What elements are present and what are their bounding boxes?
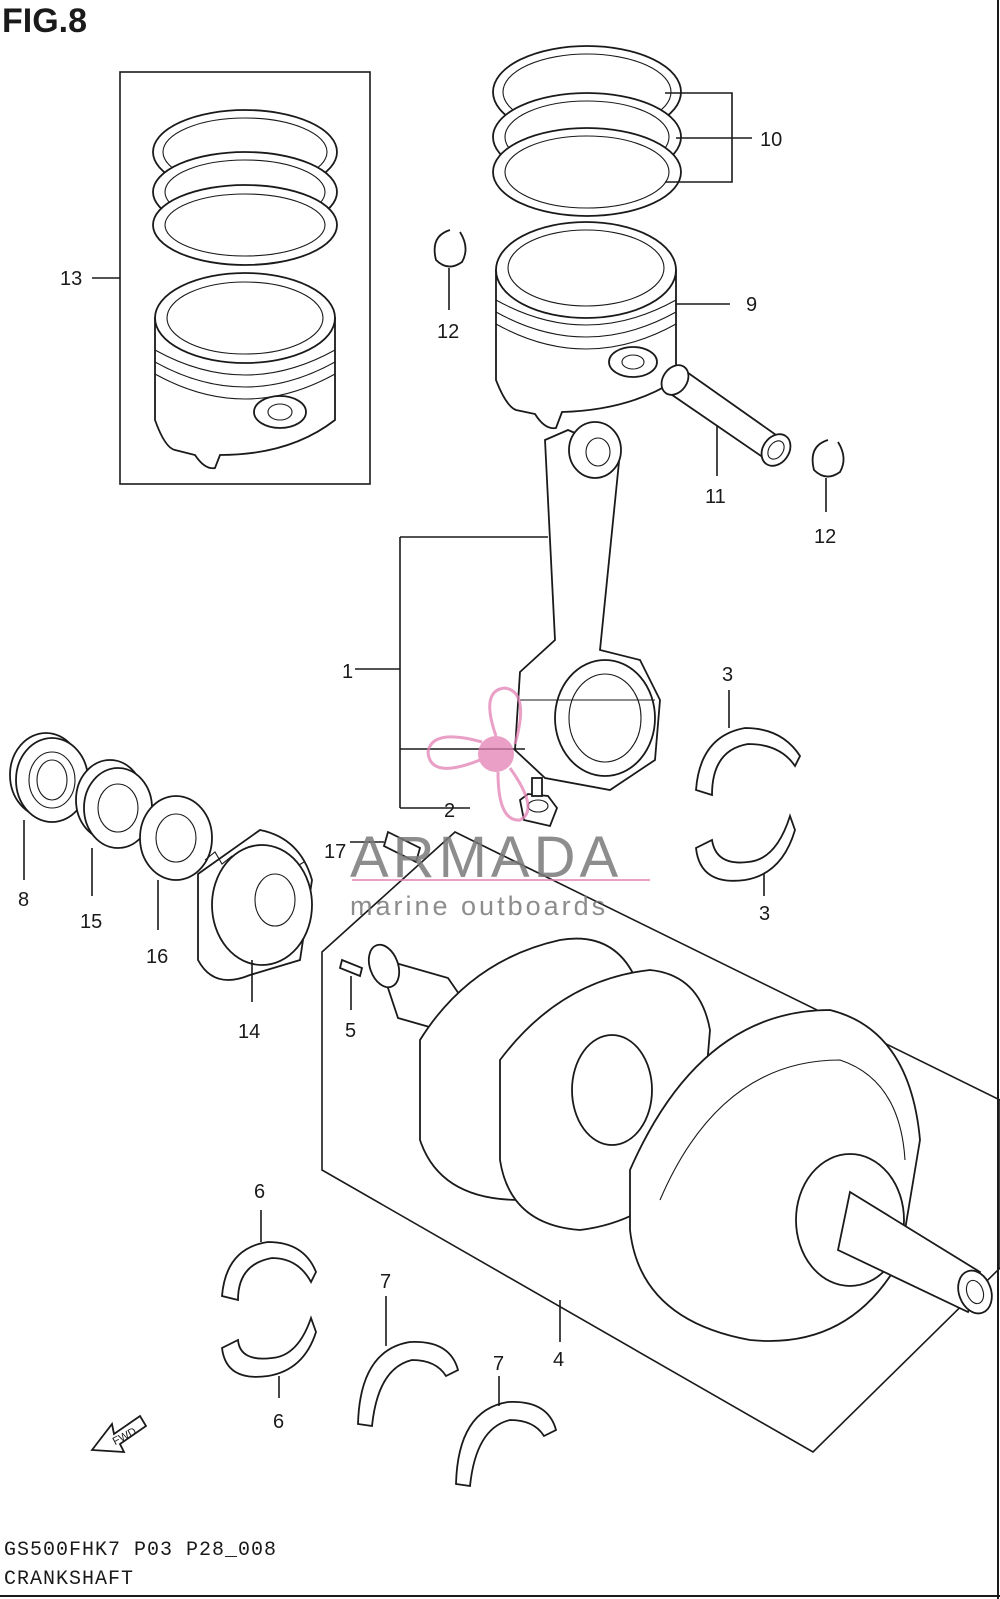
figure-name: CRANKSHAFT: [4, 1568, 135, 1591]
callout-17: 17: [324, 841, 346, 863]
callout-12-left: 12: [437, 321, 459, 343]
callout-1: 1: [342, 661, 353, 683]
callout-labels: 1 2 3 3 4 5 6 6 7 7 8 9 10 11 12 12 13 1…: [18, 129, 836, 1433]
callout-10: 10: [760, 129, 782, 151]
callout-7-left: 7: [380, 1271, 391, 1293]
propeller-icon: [426, 686, 530, 822]
thrust-washer: [139, 795, 213, 930]
watermark-brand: ARMADA: [350, 825, 622, 890]
callout-5: 5: [345, 1020, 356, 1042]
woodruff-key: [350, 830, 422, 864]
crankshaft-main-bearings: [221, 1210, 317, 1398]
dowel-pin: [338, 958, 364, 1010]
primary-drive-gear: [197, 829, 313, 1002]
callout-6-bottom: 6: [273, 1411, 284, 1433]
callout-13: 13: [60, 268, 82, 290]
callout-7-right: 7: [493, 1353, 504, 1375]
piston-pin: [660, 364, 792, 476]
piston: [495, 221, 730, 430]
callout-3-bottom: 3: [759, 903, 770, 925]
connecting-rod: [355, 421, 661, 809]
figure-code: GS500FHK7 P03 P28_008: [4, 1539, 278, 1562]
right-border: [997, 0, 999, 1599]
conrod-bearings: [695, 690, 802, 896]
callout-8: 8: [18, 889, 29, 911]
callout-9: 9: [746, 294, 757, 316]
callout-3-top: 3: [722, 664, 733, 686]
bottom-border: [0, 1595, 1000, 1597]
spacer-bearing: [75, 759, 153, 896]
crankshaft: [321, 831, 1000, 1453]
piston-ring-set: [492, 45, 752, 217]
forward-direction-arrow: FWD: [90, 1414, 148, 1453]
callout-16: 16: [146, 946, 168, 968]
watermark: ARMADA marine outboards: [350, 686, 650, 921]
watermark-tagline: marine outboards: [350, 891, 608, 921]
callout-6-top: 6: [254, 1181, 265, 1203]
rod-nut: [519, 777, 559, 828]
callout-2: 2: [444, 800, 455, 822]
piston-pin-circlip: [433, 229, 845, 512]
piston-assembly-box: [119, 71, 371, 485]
crankshaft-thrust-washers: [357, 1296, 558, 1488]
figure-title: FIG.8: [2, 2, 88, 40]
callout-11: 11: [705, 486, 726, 508]
callout-15: 15: [80, 911, 102, 933]
oil-seal: [9, 732, 89, 880]
callout-4: 4: [553, 1349, 564, 1371]
callout-14: 14: [238, 1021, 260, 1043]
fwd-label: FWD: [111, 1426, 139, 1448]
callout-12-right: 12: [814, 526, 836, 548]
